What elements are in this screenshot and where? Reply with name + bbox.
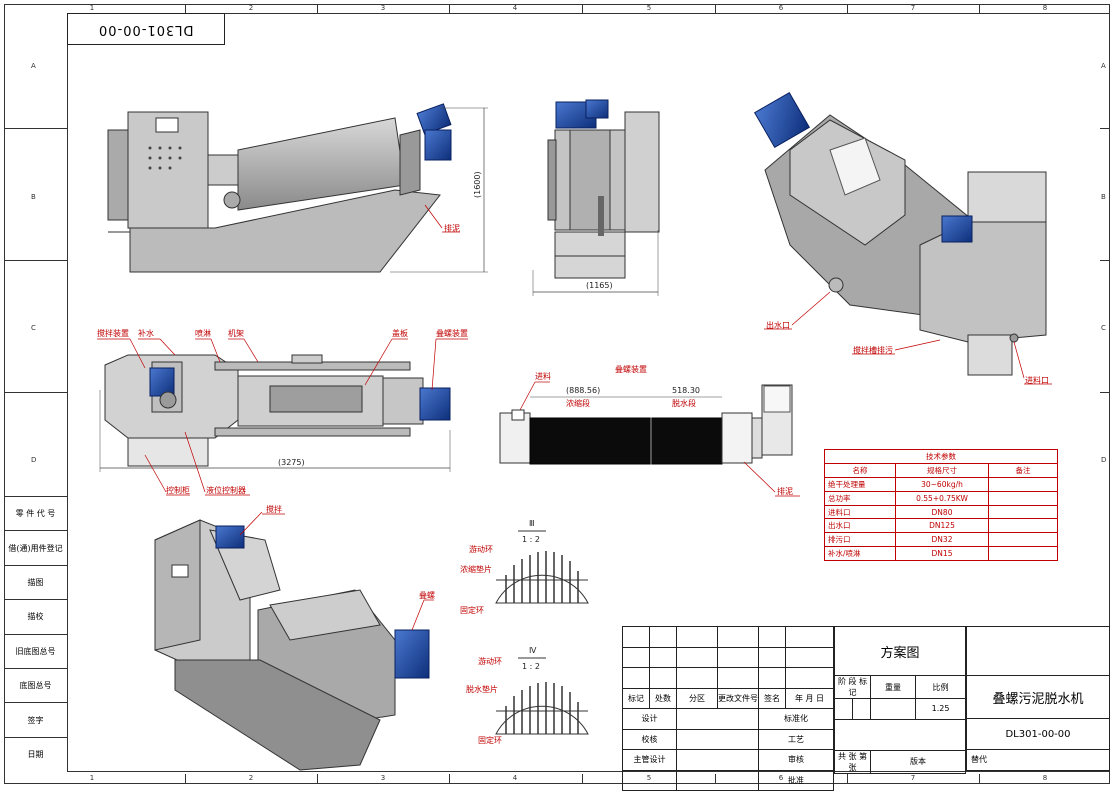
label-sludge-out-section: 排泥 xyxy=(777,486,793,496)
detail-3: Ⅲ 1 : 2 游动环 浓缩垫片 固定环 xyxy=(460,519,589,615)
zone-col-8: 8 xyxy=(1042,4,1048,12)
detail-3-label-1: 游动环 xyxy=(469,544,493,554)
scheme-table: 方案图 阶 段 标 记重量比例 1.25 共 张 第 张版本 xyxy=(834,626,966,774)
iso-view-left: 搅拌 叠螺 xyxy=(154,504,435,771)
screw-stack-view: 叠螺装置 进料 (888.56) 518.30 浓缩段 脱水段 排泥 xyxy=(499,364,800,497)
detail-3-scale: 1 : 2 xyxy=(522,535,540,544)
side-cell: 日期 xyxy=(4,736,67,771)
detail-3-label-2: 浓缩垫片 xyxy=(460,564,492,574)
zone-row-b: B xyxy=(31,193,36,201)
scale-value: 1.25 xyxy=(915,698,966,720)
detail-4: Ⅳ 1 : 2 游动环 脱水垫片 固定环 xyxy=(466,646,589,745)
side-record-table: 零 件 代 号 借(通)用件登记 描图 描校 旧底图总号 底图总号 签字 日期 xyxy=(4,496,67,771)
front-view: (1600) 排泥 xyxy=(107,103,488,273)
zone-col-3: 3 xyxy=(380,4,386,12)
product-name: 叠螺污泥脱水机 xyxy=(966,675,1110,719)
label-mixer-iso: 搅拌 xyxy=(266,504,282,514)
zone-col-5: 5 xyxy=(646,4,652,12)
plan-view: (3275) 搅拌装置 补水 喷淋 机架 盖板 叠螺装置 控制柜 液位控制器 xyxy=(97,328,468,496)
label-tank-drain: 搅拌槽排污 xyxy=(853,345,893,355)
label-frame: 机架 xyxy=(228,328,244,338)
side-cell: 旧底图总号 xyxy=(4,633,67,668)
label-sludge-out-front: 排泥 xyxy=(444,223,460,233)
zone-row-a: A xyxy=(31,62,36,70)
detail-3-label-3: 固定环 xyxy=(460,605,484,615)
zone-col-1: 1 xyxy=(89,4,95,12)
drawing-number-box: DL301-00-00 xyxy=(67,13,225,45)
zone-col-6: 6 xyxy=(778,4,784,12)
label-control-cabinet: 控制柜 xyxy=(166,485,190,495)
detail-4-label-3: 固定环 xyxy=(478,735,502,745)
title-block: 标记处数 分区更改文件号 签名年 月 日 设计标准化 校核工艺 主管设计审核 批… xyxy=(622,626,1110,791)
label-water-outlet: 出水口 xyxy=(766,320,790,330)
label-feed-inlet: 进料口 xyxy=(1025,375,1049,385)
product-table: 叠螺污泥脱水机 DL301-00-00 替代 xyxy=(966,626,1110,771)
dim-dewater-length: 518.30 xyxy=(672,386,700,395)
side-view: (1165) xyxy=(532,99,660,296)
label-feed: 进料 xyxy=(535,371,551,381)
params-header: 名称 xyxy=(824,462,896,478)
dim-height: (1600) xyxy=(473,171,482,198)
zone-ruler-top: 1 2 3 4 5 6 7 8 xyxy=(67,4,1110,13)
params-header: 备注 xyxy=(988,462,1058,478)
label-screw-iso: 叠螺 xyxy=(419,590,435,600)
zone-col-2: 2 xyxy=(248,4,254,12)
dim-length: (3275) xyxy=(278,458,305,467)
side-cell: 描图 xyxy=(4,564,67,599)
label-cover: 盖板 xyxy=(392,328,408,338)
label-screw-unit-section: 叠螺装置 xyxy=(615,364,647,374)
side-cell: 借(通)用件登记 xyxy=(4,530,67,564)
zone-col-7: 7 xyxy=(910,4,916,12)
title-drawing-number: DL301-00-00 xyxy=(966,718,1110,750)
side-cell: 底图总号 xyxy=(4,667,67,702)
revision-table: 标记处数 分区更改文件号 签名年 月 日 设计标准化 校核工艺 主管设计审核 批… xyxy=(622,626,834,791)
detail-4-number: Ⅳ xyxy=(529,646,537,655)
detail-3-number: Ⅲ xyxy=(529,519,535,528)
side-cell: 零 件 代 号 xyxy=(4,496,67,530)
label-thicken-section: 浓缩段 xyxy=(566,398,590,408)
label-screw-unit-plan: 叠螺装置 xyxy=(436,328,468,338)
label-spray: 喷淋 xyxy=(195,328,211,338)
detail-4-label-1: 游动环 xyxy=(478,656,502,666)
detail-4-label-2: 脱水垫片 xyxy=(466,684,498,694)
params-title: 技术参数 xyxy=(824,449,1058,464)
zone-row-c: C xyxy=(31,324,36,332)
dim-width: (1165) xyxy=(586,281,613,290)
zone-col-4: 4 xyxy=(512,4,518,12)
iso-view-right: 出水口 搅拌槽排污 进料口 xyxy=(753,91,1052,385)
label-level-controller: 液位控制器 xyxy=(206,485,246,495)
dim-thicken-length: (888.56) xyxy=(566,386,600,395)
detail-4-scale: 1 : 2 xyxy=(522,662,540,671)
side-cell: 签字 xyxy=(4,702,67,736)
side-cell: 描校 xyxy=(4,599,67,633)
scheme-title: 方案图 xyxy=(834,626,966,676)
label-water-supply: 补水 xyxy=(138,328,154,338)
zone-row-d: D xyxy=(31,456,37,464)
label-dewater-section: 脱水段 xyxy=(672,398,696,408)
label-mixer-plan: 搅拌装置 xyxy=(97,328,129,338)
params-header: 规格尺寸 xyxy=(895,462,989,478)
